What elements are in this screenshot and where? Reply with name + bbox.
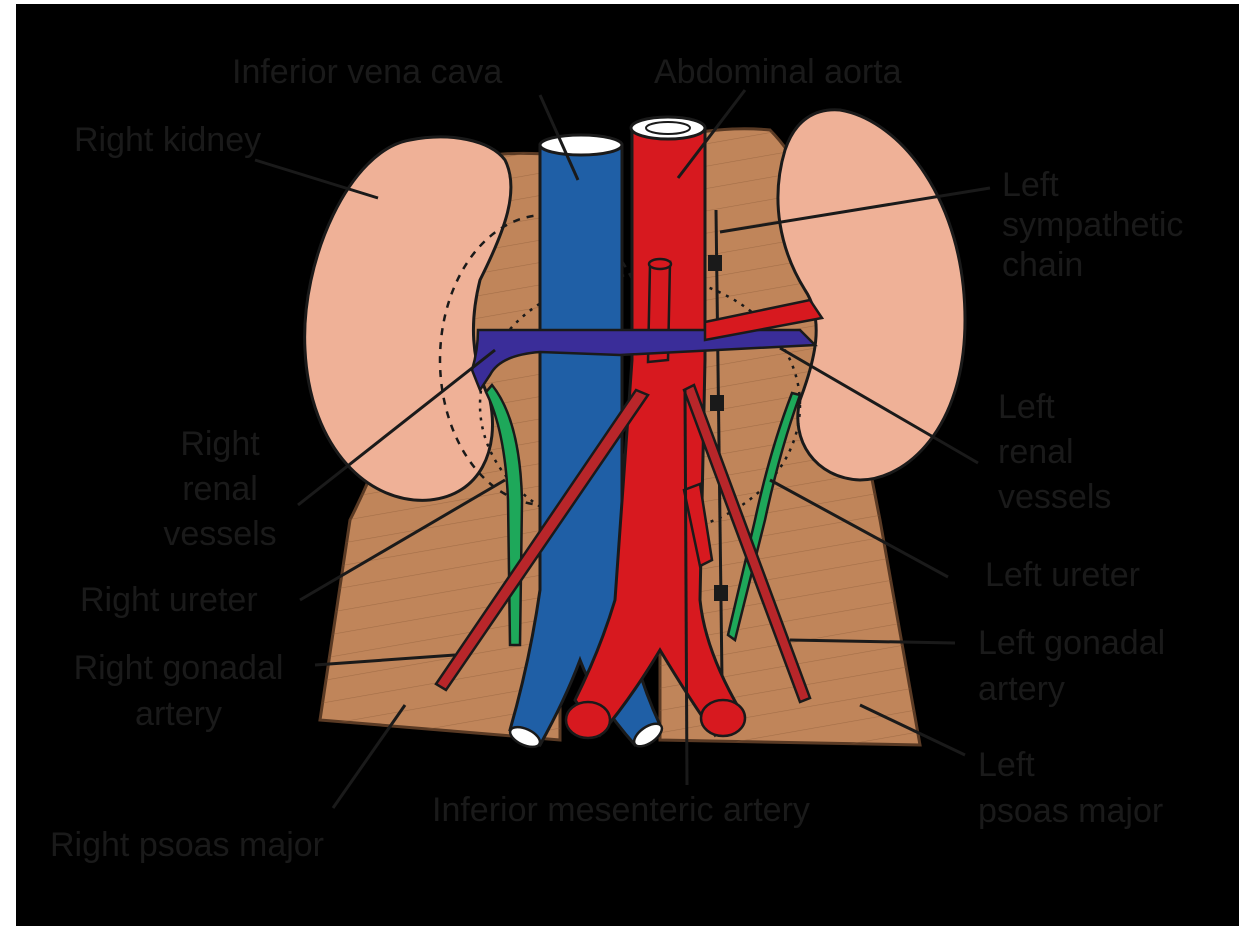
label-left-sympathetic-chain-line3: chain: [1002, 245, 1183, 285]
label-left-renal-vessels-line2: renal: [998, 430, 1111, 475]
label-left-sympathetic-chain: Left sympathetic chain: [1002, 165, 1183, 285]
label-left-sympathetic-chain-line2: sympathetic: [1002, 205, 1183, 245]
label-left-gonadal-artery: Left gonadal artery: [978, 620, 1165, 712]
label-left-gonadal-artery-line2: artery: [978, 666, 1165, 712]
label-right-kidney: Right kidney: [74, 120, 261, 160]
label-left-psoas-major: Left psoas major: [978, 742, 1163, 834]
label-right-renal-vessels-line1: Right: [140, 422, 300, 467]
label-abdominal-aorta: Abdominal aorta: [654, 52, 902, 92]
label-inferior-mesenteric-artery: Inferior mesenteric artery: [432, 790, 810, 830]
label-left-renal-vessels: Left renal vessels: [998, 385, 1111, 520]
label-left-renal-vessels-line1: Left: [998, 385, 1111, 430]
label-right-gonadal-artery: Right gonadal artery: [46, 645, 311, 737]
label-left-renal-vessels-line3: vessels: [998, 475, 1111, 520]
label-right-ureter: Right ureter: [80, 580, 258, 620]
label-right-gonadal-artery-line1: Right gonadal: [46, 645, 311, 691]
label-left-gonadal-artery-line1: Left gonadal: [978, 620, 1165, 666]
leader-inferior-mesenteric-artery: [685, 390, 687, 785]
label-right-gonadal-artery-line2: artery: [46, 691, 311, 737]
label-inferior-vena-cava: Inferior vena cava: [232, 52, 502, 92]
label-right-psoas-major: Right psoas major: [50, 825, 324, 865]
label-left-ureter: Left ureter: [985, 555, 1140, 595]
label-right-renal-vessels-line3: vessels: [140, 512, 300, 557]
label-left-psoas-major-line2: psoas major: [978, 788, 1163, 834]
label-right-renal-vessels: Right renal vessels: [140, 422, 300, 557]
label-left-sympathetic-chain-line1: Left: [1002, 165, 1183, 205]
label-left-psoas-major-line1: Left: [978, 742, 1163, 788]
label-right-renal-vessels-line2: renal: [140, 467, 300, 512]
